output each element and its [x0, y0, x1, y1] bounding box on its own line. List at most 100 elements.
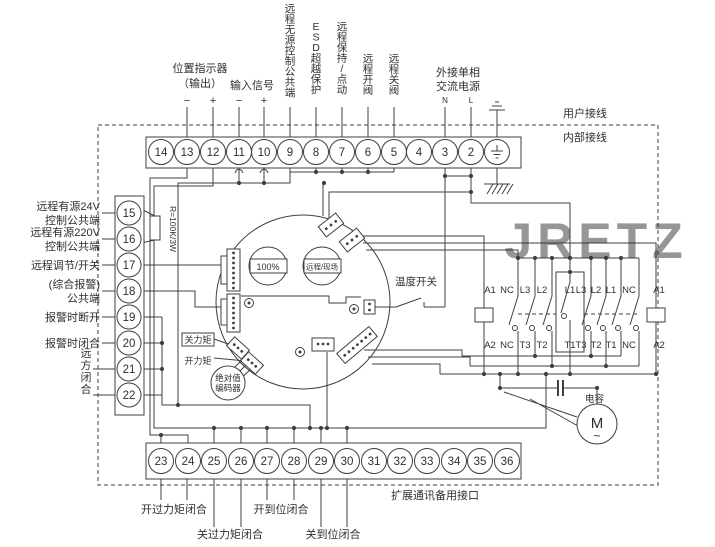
temp-switch-connector	[363, 299, 376, 315]
temp-switch-symbol	[375, 297, 445, 308]
terminal-30: 30	[334, 448, 360, 474]
svg-text:+: +	[210, 95, 216, 107]
svg-text:30: 30	[341, 456, 354, 468]
pin-dots	[232, 251, 235, 330]
svg-text:17: 17	[123, 260, 136, 272]
close-overtorque-label: 关过力矩闭合	[197, 527, 263, 541]
close-torque-box	[181, 332, 215, 347]
terminal-11: 11	[226, 139, 252, 165]
svg-text:−: −	[184, 95, 190, 107]
relay-top-label: L2	[537, 285, 548, 296]
terminal-2: 2	[458, 139, 484, 165]
relay-top-label: A1	[653, 285, 665, 296]
motor-circle	[576, 403, 618, 445]
terminal-7: 7	[329, 139, 355, 165]
svg-text:33: 33	[421, 456, 434, 468]
expansion-port-label: 扩展通讯备用接口	[391, 488, 479, 502]
board-bar	[241, 295, 361, 304]
label-terminal-20: 报警时闭合	[45, 336, 100, 350]
terminal-ground	[484, 139, 510, 165]
svg-text:控制公共端: 控制公共端	[45, 213, 100, 227]
earth-symbol-top	[489, 101, 505, 111]
svg-text:36: 36	[501, 456, 514, 468]
relay-bottom-label: A2	[484, 340, 496, 351]
svg-text:24: 24	[182, 456, 195, 468]
vertical-label-terminal-5: 远程关阀	[389, 53, 400, 97]
terminal-29: 29	[308, 448, 334, 474]
relay-top-label: L2	[591, 285, 602, 296]
terminal-34: 34	[441, 448, 467, 474]
relay-bottom-label: T1	[564, 340, 575, 351]
vertical-label-terminal-9: 远程无源控制公共端	[285, 3, 296, 99]
svg-text:~: ~	[593, 429, 600, 443]
svg-text:L: L	[469, 96, 474, 105]
svg-text:35: 35	[474, 456, 487, 468]
svg-text:28: 28	[288, 456, 301, 468]
terminal-21: 21	[116, 356, 142, 382]
contactor-coil-left	[474, 307, 494, 323]
label-terminal-17: 远程调节/开关	[31, 258, 100, 272]
svg-text:29: 29	[315, 456, 328, 468]
svg-text:26: 26	[235, 456, 248, 468]
relay-top-label: L1	[565, 285, 576, 296]
motor-label: M	[591, 415, 604, 432]
svg-text:23: 23	[155, 456, 168, 468]
terminal-5: 5	[381, 139, 407, 165]
svg-text:（输出）: （输出）	[178, 76, 222, 90]
contact-hooks	[512, 313, 639, 331]
terminal-24: 24	[175, 448, 201, 474]
svg-text:34: 34	[448, 456, 461, 468]
svg-text:5: 5	[391, 147, 397, 159]
display-frame	[249, 258, 288, 274]
terminal-15: 15	[116, 200, 142, 226]
relay-bottom-label: A2	[653, 340, 665, 351]
terminal-26: 26	[228, 448, 254, 474]
terminal-10: 10	[251, 139, 277, 165]
screws	[244, 298, 359, 357]
terminal-31: 31	[361, 448, 387, 474]
svg-text:16: 16	[123, 234, 136, 246]
relay-top-label: L1	[606, 285, 617, 296]
terminal-22: 22	[116, 382, 142, 408]
actuator-body	[215, 214, 391, 390]
pin-strips-left	[220, 248, 241, 333]
temp-switch-label: 温度开关	[395, 275, 437, 288]
terminal-13: 13	[174, 139, 200, 165]
terminal-36: 36	[494, 448, 520, 474]
terminal-20: 20	[116, 330, 142, 356]
position-indicator-label: 位置指示器	[173, 61, 228, 75]
svg-text:9: 9	[287, 147, 293, 159]
svg-text:19: 19	[123, 312, 136, 324]
terminal-27: 27	[254, 448, 280, 474]
relay-bottom-label: T2	[536, 340, 547, 351]
capacitor-symbol	[557, 380, 564, 396]
ground-terminal-icon	[491, 145, 503, 159]
contactor-coil-right	[646, 307, 666, 323]
connectors	[225, 212, 378, 375]
capacitor-label: 电容	[585, 393, 605, 405]
encoder-circle	[210, 365, 246, 401]
relay-top-label: L3	[520, 285, 531, 296]
resistor-symbol	[149, 215, 161, 241]
open-overtorque-label: 开过力矩闭合	[141, 502, 207, 516]
svg-text:7: 7	[339, 147, 345, 159]
terminal-17: 17	[116, 252, 142, 278]
terminal-33: 33	[414, 448, 440, 474]
vertical-label-terminal-6: 远程开阀	[363, 53, 374, 97]
relay-top-label: NC	[500, 285, 514, 296]
svg-text:32: 32	[394, 456, 407, 468]
svg-text:10: 10	[258, 147, 271, 159]
terminal-19: 19	[116, 304, 142, 330]
vertical-label-terminal-7: 远程保持/点动	[337, 21, 348, 96]
svg-text:N: N	[442, 96, 448, 105]
power-label: 外接单相	[436, 66, 480, 79]
svg-text:+: +	[261, 95, 267, 107]
svg-text:公共端: 公共端	[67, 292, 100, 305]
open-limit-label: 开到位闭合	[254, 502, 309, 516]
